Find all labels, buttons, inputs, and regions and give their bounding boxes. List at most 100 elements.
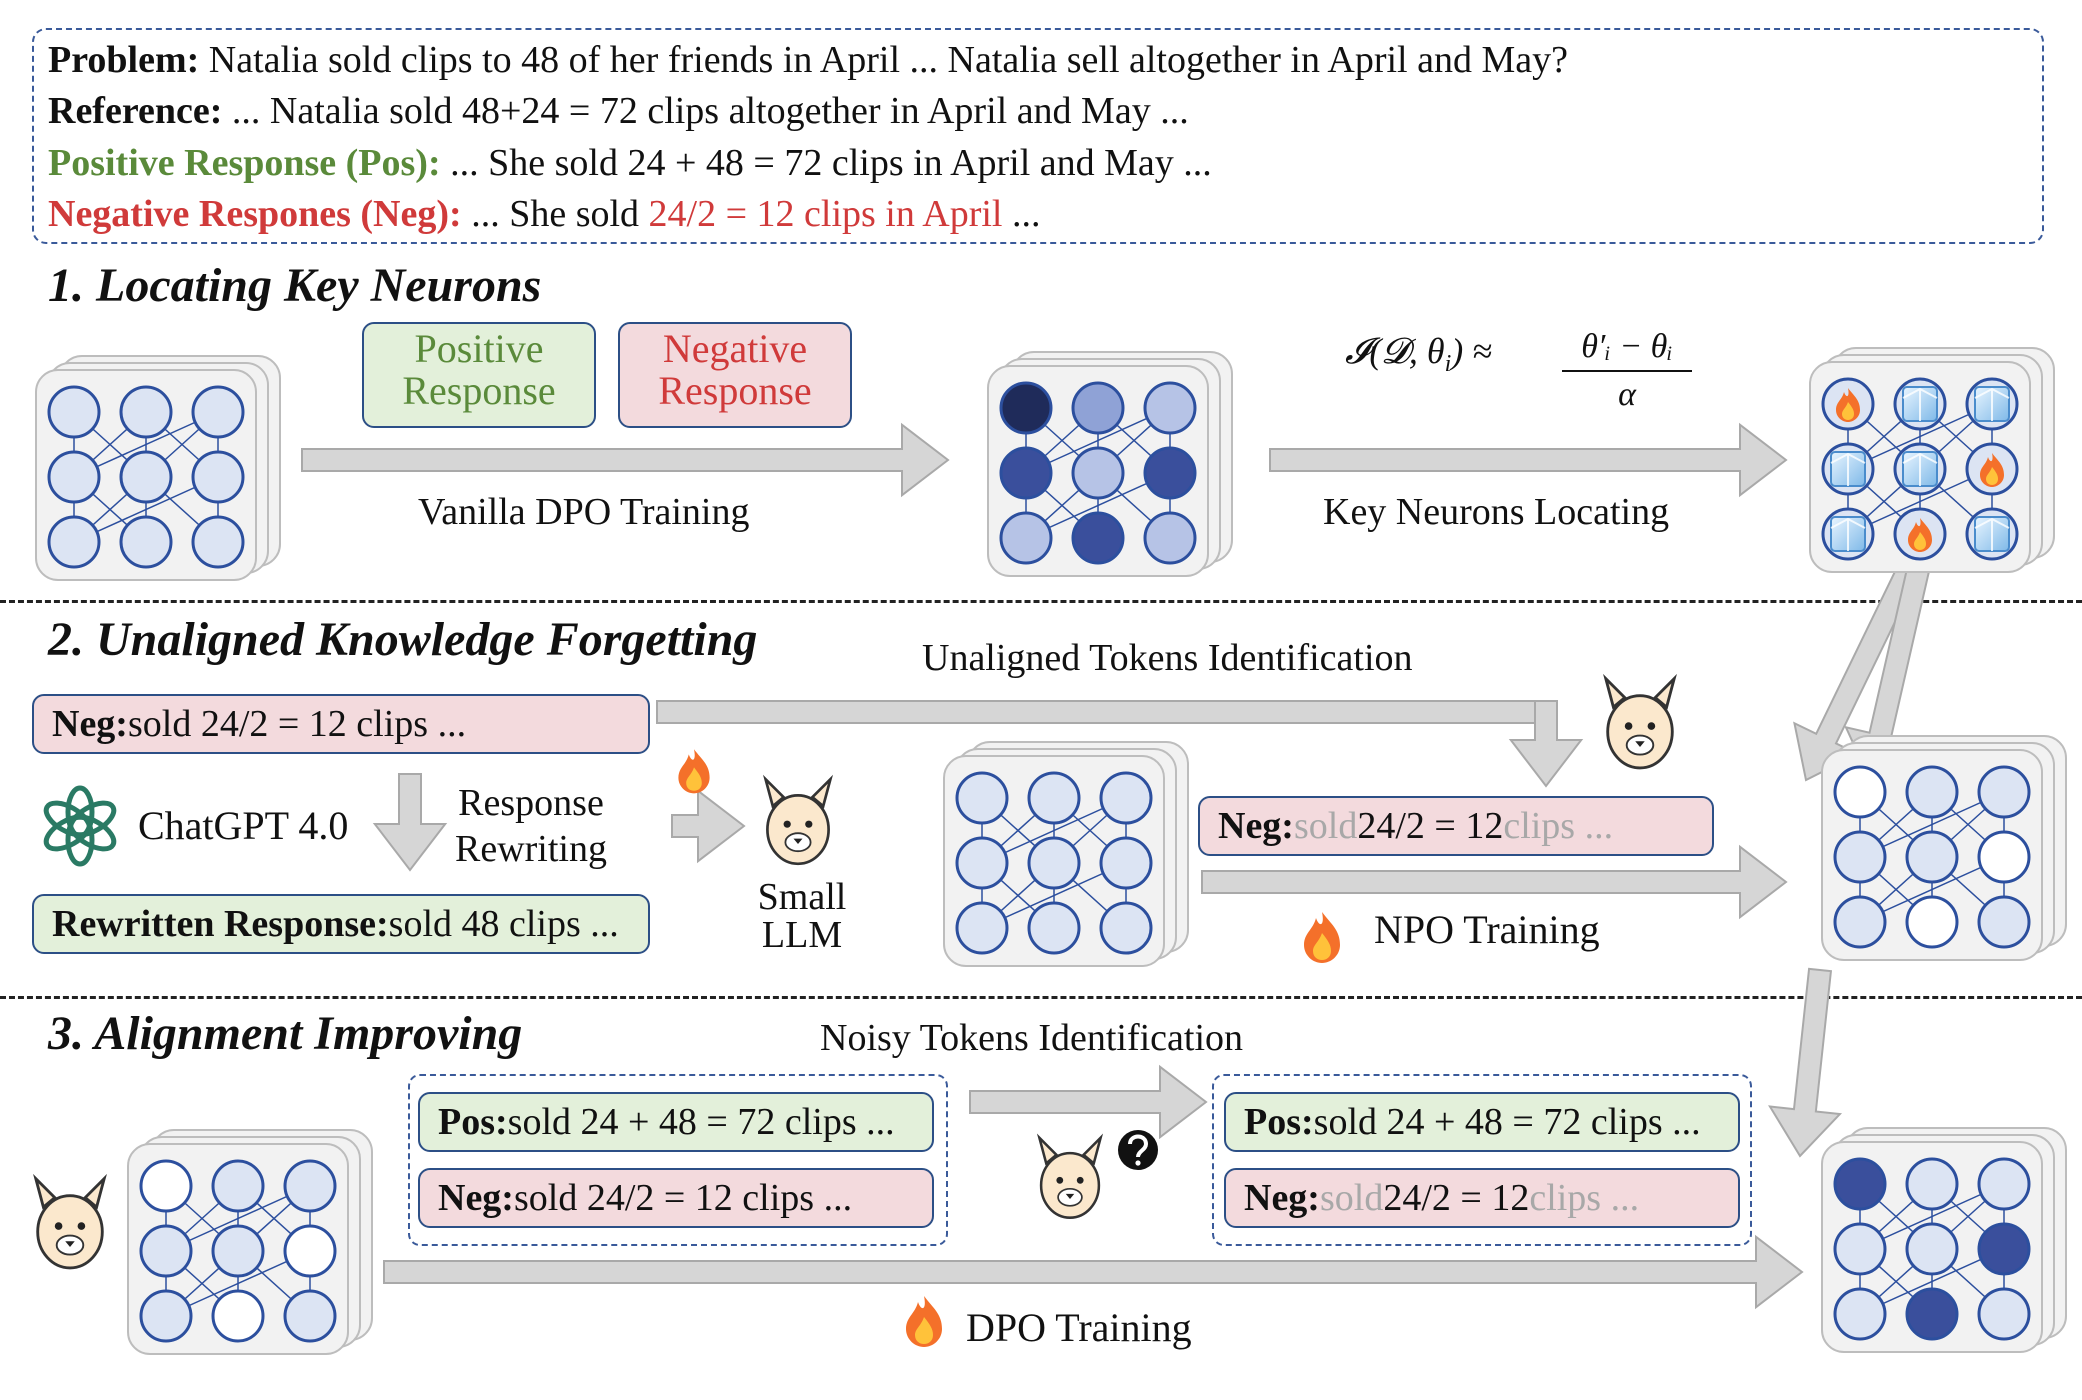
neuron <box>47 450 101 504</box>
section2-title: 2. Unaligned Knowledge Forgetting <box>48 613 758 666</box>
arrow-key-neurons <box>1269 422 1788 498</box>
problem-box <box>32 28 2044 244</box>
neuron <box>1027 901 1081 955</box>
ice-cube-icon <box>1902 386 1938 422</box>
neuron <box>1905 1222 1959 1276</box>
alpaca-icon <box>34 1177 106 1270</box>
noisy-tokens-label: Noisy Tokens Identification <box>820 1017 1244 1059</box>
question-dot <box>1135 1160 1141 1166</box>
chatgpt-logo-petal <box>43 800 93 838</box>
neuron <box>1977 1157 2031 1211</box>
neg-box-s3-left: Neg: sold 24/2 = 12 clips ... <box>418 1168 934 1228</box>
rewritten-label: Rewritten Response: <box>52 903 389 945</box>
neg-faded-a-s3-right: sold <box>1319 1177 1384 1219</box>
arrow-unaligned-tokens-segment <box>656 700 1558 724</box>
section-divider-1 <box>0 600 2082 603</box>
neuron <box>139 1289 193 1343</box>
fire-icon <box>906 1296 942 1347</box>
formula-fraction: θ′ᵢ − θᵢ α <box>1562 328 1692 414</box>
importance-formula: 𝓘(𝓓, θi) ≈ <box>1345 330 1492 378</box>
ice-cube-icon <box>1830 451 1866 487</box>
ice-cube-icon <box>1830 516 1866 552</box>
neuron <box>1071 511 1125 565</box>
neg-label-s3-left: Neg: <box>438 1177 514 1219</box>
neg-label-s3-right: Neg: <box>1244 1177 1320 1219</box>
neuron <box>1833 1157 1887 1211</box>
neuron <box>191 515 245 569</box>
neg-text-s2: sold 24/2 = 12 clips ... <box>127 703 467 745</box>
key-neurons-label: Key Neurons Locating <box>1323 491 1670 533</box>
negative-response-box: Negative Response <box>618 322 852 428</box>
neg-box-s3-right: Neg: sold 24/2 = 12 clips ... <box>1224 1168 1740 1228</box>
formula-sub: i <box>1444 351 1452 378</box>
negative-text-b: ... <box>1002 193 1041 235</box>
unaligned-tokens-label: Unaligned Tokens Identification <box>922 637 1413 679</box>
reference-line: Reference: ... Natalia sold 48+24 = 72 c… <box>48 89 1189 133</box>
positive-response-box: Positive Response <box>362 322 596 428</box>
response-rewriting-line2: Rewriting <box>455 828 607 870</box>
vanilla-dpo-label: Vanilla DPO Training <box>418 491 750 533</box>
network-key-neurons <box>1809 347 2055 573</box>
neuron <box>1027 771 1081 825</box>
neg-masked-mid-s2: 24/2 = 12 <box>1357 805 1504 847</box>
neuron <box>1833 765 1887 819</box>
neuron <box>1833 1287 1887 1341</box>
neuron <box>211 1159 265 1213</box>
question-glyph <box>1128 1134 1149 1158</box>
positive-text: ... She sold 24 + 48 = 72 clips in April… <box>440 142 1212 184</box>
question-bubble <box>1118 1130 1158 1170</box>
neg-masked-faded-b-s2: clips ... <box>1503 805 1614 847</box>
formula-denominator: α <box>1618 376 1636 413</box>
network-after-dpo <box>1821 1127 2067 1353</box>
neuron <box>47 515 101 569</box>
ice-cube-icon <box>1902 451 1938 487</box>
neg-label-s2: Neg: <box>52 703 128 745</box>
neuron <box>1027 836 1081 890</box>
alpaca-icon <box>764 777 832 866</box>
pos-text-s3-right: sold 24 + 48 = 72 clips ... <box>1313 1101 1701 1143</box>
fire-icon <box>1304 912 1340 963</box>
formula-numerator: θ′ᵢ − θᵢ <box>1562 328 1692 372</box>
alpaca-icon <box>1604 677 1676 770</box>
alpaca-icon <box>1038 1136 1102 1219</box>
neuron <box>47 385 101 439</box>
neuron <box>955 771 1009 825</box>
neg-faded-b-s3-right: clips ... <box>1529 1177 1640 1219</box>
pos-label-s3-right: Pos: <box>1244 1101 1314 1143</box>
pos-text-s3-left: sold 24 + 48 = 72 clips ... <box>507 1101 895 1143</box>
arrow-noisy-tokens <box>969 1064 1208 1140</box>
pos-box-s3-right: Pos: sold 24 + 48 = 72 clips ... <box>1224 1092 1740 1152</box>
neg-box-s2: Neg: sold 24/2 = 12 clips ... <box>32 694 650 754</box>
neuron <box>1905 1157 1959 1211</box>
section3-title: 3. Alignment Improving <box>48 1007 523 1060</box>
pos-box-s3-left: Pos: sold 24 + 48 = 72 clips ... <box>418 1092 934 1152</box>
problem-text: Natalia sold clips to 48 of her friends … <box>199 39 1568 81</box>
positive-response-label: Positive Response <box>402 326 556 413</box>
neuron <box>119 450 173 504</box>
arrow-dpo-training <box>383 1234 1804 1310</box>
neuron <box>999 446 1053 500</box>
neuron <box>1071 381 1125 435</box>
neuron <box>1977 1287 2031 1341</box>
negative-label: Negative Respones (Neg): <box>48 193 462 235</box>
neuron <box>211 1289 265 1343</box>
neuron <box>1977 895 2031 949</box>
neuron <box>1833 1222 1887 1276</box>
small-llm-line2: LLM <box>761 914 843 956</box>
small-llm-label: Small LLM <box>746 878 858 954</box>
neg-mid-s3-right: 24/2 = 12 <box>1383 1177 1530 1219</box>
neuron <box>1905 895 1959 949</box>
positive-line: Positive Response (Pos): ... She sold 24… <box>48 141 1212 185</box>
question-mark-icon <box>1118 1130 1158 1170</box>
negative-text-highlight: 24/2 = 12 clips in April <box>648 193 1003 235</box>
neuron <box>283 1289 337 1343</box>
pair-box-right <box>1212 1074 1752 1246</box>
neuron <box>1143 381 1197 435</box>
neuron <box>1099 901 1153 955</box>
neuron <box>999 511 1053 565</box>
reference-text: ... Natalia sold 48+24 = 72 clips altoge… <box>222 90 1189 132</box>
problem-line: Problem: Natalia sold clips to 48 of her… <box>48 38 1568 82</box>
neuron <box>119 515 173 569</box>
pair-box-left <box>408 1074 948 1246</box>
